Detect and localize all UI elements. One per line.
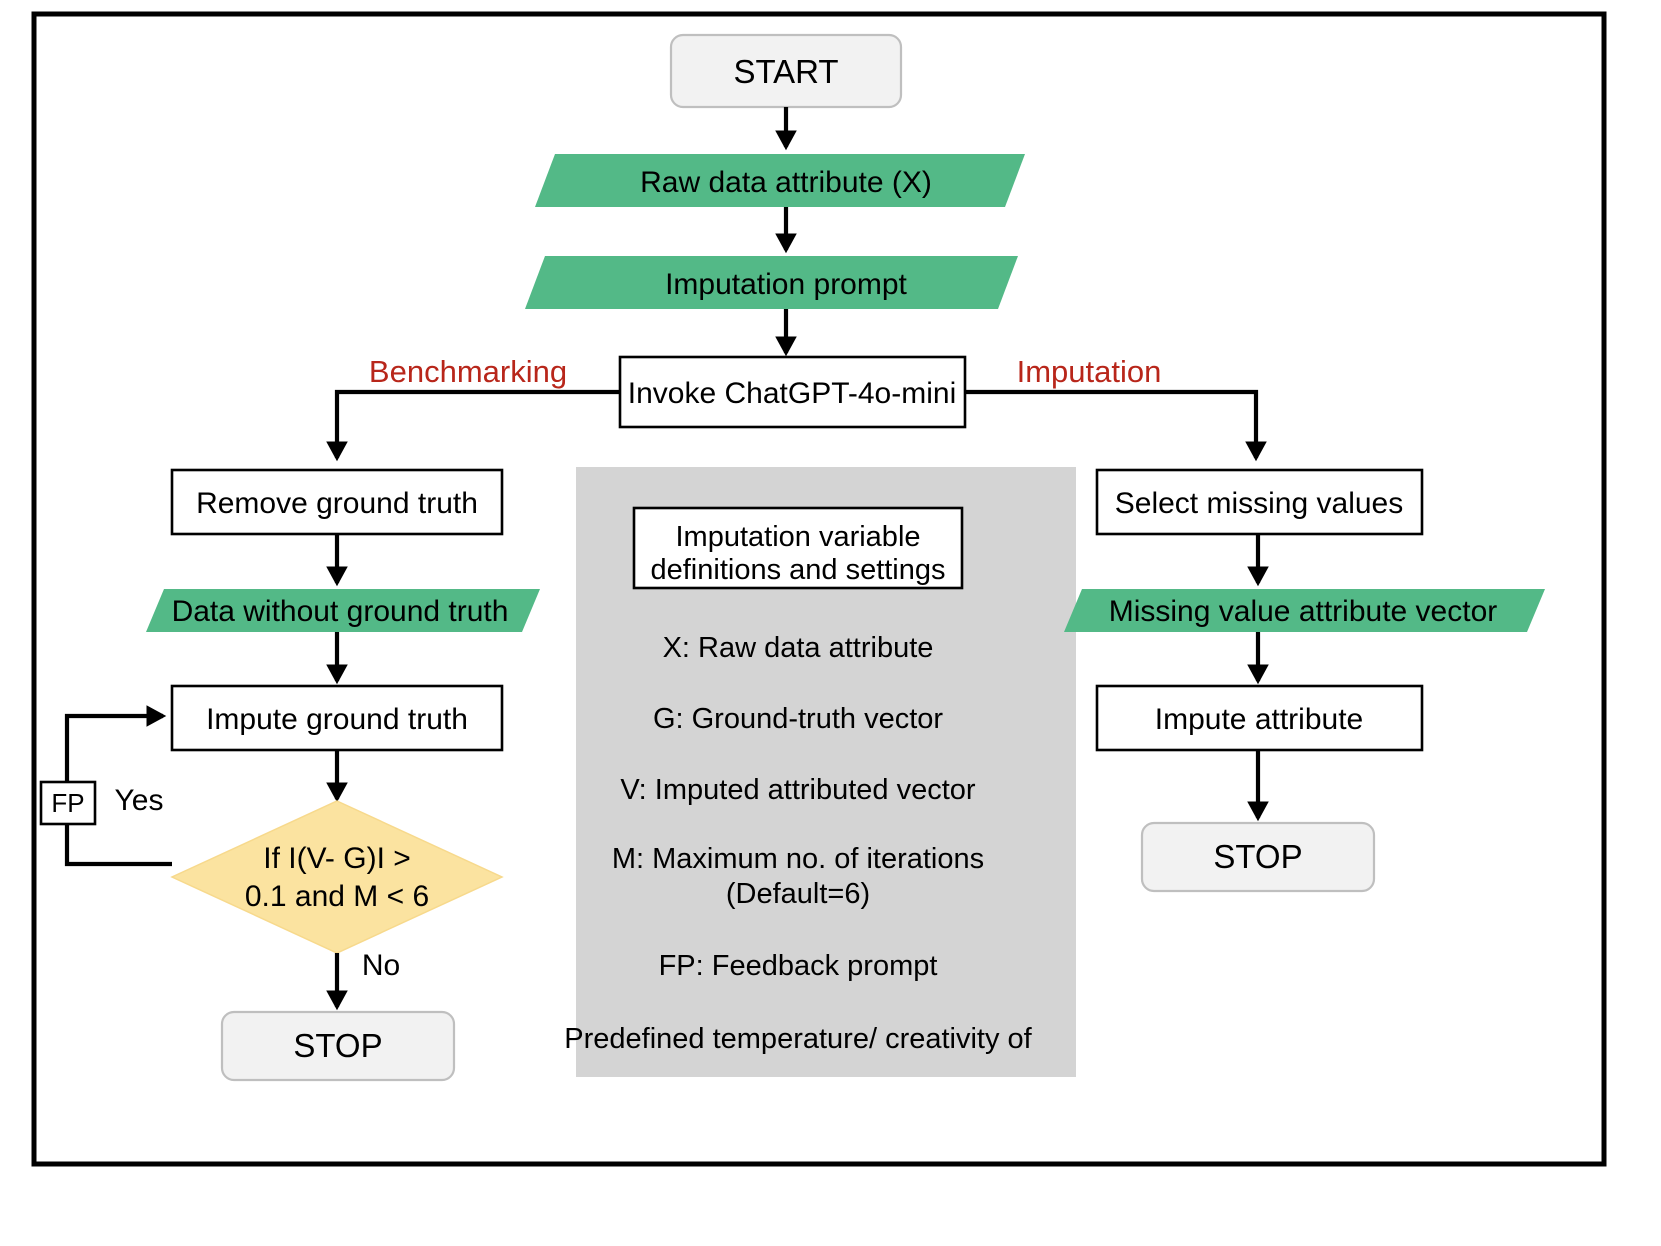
legend-entry-fp: FP: Feedback prompt bbox=[659, 950, 938, 982]
decision-shape bbox=[170, 800, 504, 954]
edge-imputation bbox=[965, 389, 1267, 462]
data-without-gt-shape bbox=[146, 589, 540, 632]
missing-vector-label: Missing value attribute vector bbox=[1109, 595, 1498, 628]
missing-vector-io: Missing value attribute vector bbox=[1064, 589, 1545, 632]
fp-shape bbox=[39, 780, 97, 826]
legend-entry-v: V: Imputed attributed vector bbox=[620, 774, 976, 806]
stop-right-shape bbox=[1140, 821, 1376, 893]
legend-entry-g: G: Ground-truth vector bbox=[653, 703, 943, 735]
impute-attribute-process: Impute attribute bbox=[1095, 684, 1424, 752]
edge-benchmarking bbox=[326, 389, 620, 462]
raw-data-shape bbox=[535, 154, 1025, 207]
legend-title-box: Imputation variable definitions and sett… bbox=[632, 506, 964, 590]
impute-ground-truth-label: Impute ground truth bbox=[206, 703, 468, 736]
impute-attribute-shape bbox=[1095, 684, 1424, 752]
stop-left-terminator: STOP bbox=[220, 1010, 456, 1082]
legend-title-shape bbox=[632, 506, 964, 590]
imputation-prompt-io: Imputation prompt bbox=[525, 256, 1018, 309]
impute-ground-truth-process: Impute ground truth bbox=[170, 684, 504, 752]
legend-entry-m: M: Maximum no. of iterations bbox=[612, 843, 984, 875]
edge-label-benchmarking: Benchmarking bbox=[369, 354, 567, 389]
invoke-llm-shape bbox=[618, 355, 967, 429]
raw-data-io: Raw data attribute (X) bbox=[535, 154, 1025, 207]
stop-right-terminator: STOP bbox=[1140, 821, 1376, 893]
remove-ground-truth-process: Remove ground truth bbox=[170, 468, 504, 536]
start-label: START bbox=[733, 53, 838, 90]
start-terminator: START bbox=[669, 33, 903, 109]
select-missing-values-label: Select missing values bbox=[1115, 487, 1403, 520]
legend-entry-m-default: (Default=6) bbox=[726, 878, 870, 910]
legend-entry-temperature: Predefined temperature/ creativity of bbox=[564, 1023, 1032, 1055]
imputation-prompt-label: Imputation prompt bbox=[665, 268, 907, 301]
fp-label: FP bbox=[51, 788, 84, 818]
feedback-prompt-box: FP bbox=[39, 780, 97, 826]
legend-title-line2: definitions and settings bbox=[650, 554, 945, 586]
edge-label-yes: Yes bbox=[115, 784, 164, 817]
outer-frame bbox=[31, 11, 1607, 1167]
decision-label-line2: 0.1 and M < 6 bbox=[245, 880, 429, 913]
missing-vector-shape bbox=[1064, 589, 1545, 632]
data-without-gt-label: Data without ground truth bbox=[172, 595, 509, 628]
impute-attribute-label: Impute attribute bbox=[1155, 703, 1363, 736]
legend-title-line1: Imputation variable bbox=[675, 521, 920, 553]
invoke-llm-process: Invoke ChatGPT-4o-mini bbox=[618, 355, 967, 429]
decision-diamond: If I(V- G)I > 0.1 and M < 6 bbox=[170, 800, 504, 954]
remove-ground-truth-label: Remove ground truth bbox=[196, 487, 478, 520]
imputation-prompt-shape bbox=[525, 256, 1018, 309]
legend-entry-x: X: Raw data attribute bbox=[663, 632, 934, 664]
stop-left-shape bbox=[220, 1010, 456, 1082]
data-without-gt-io: Data without ground truth bbox=[146, 589, 540, 632]
remove-ground-truth-shape bbox=[170, 468, 504, 536]
stop-right-label: STOP bbox=[1213, 838, 1302, 875]
stop-left-label: STOP bbox=[293, 1027, 382, 1064]
select-missing-values-process: Select missing values bbox=[1095, 468, 1424, 536]
raw-data-label: Raw data attribute (X) bbox=[640, 166, 932, 199]
edge-label-no: No bbox=[362, 949, 400, 982]
invoke-llm-label: Invoke ChatGPT-4o-mini bbox=[628, 377, 956, 410]
edge-label-imputation: Imputation bbox=[1017, 354, 1162, 389]
decision-label-line1: If I(V- G)I > bbox=[263, 842, 411, 875]
